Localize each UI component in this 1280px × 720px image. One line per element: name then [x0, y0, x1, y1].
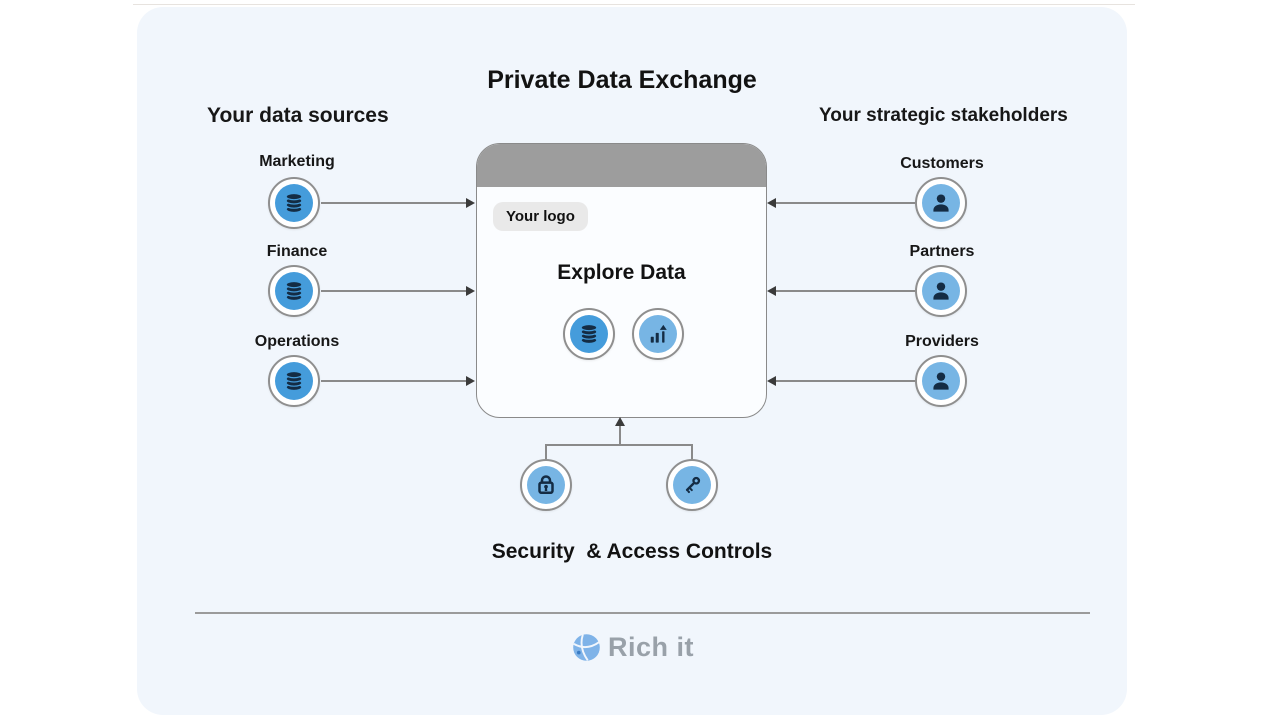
top-divider — [133, 4, 1135, 5]
stakeholder-node-providers — [915, 355, 967, 407]
page-title: Private Data Exchange — [487, 66, 757, 94]
bar-chart-icon — [650, 324, 667, 343]
arrowhead-right-icon — [466, 376, 475, 386]
security-node-key — [666, 459, 718, 511]
node-circle — [922, 184, 960, 222]
connector-line — [321, 290, 466, 292]
sources-heading: Your data sources — [207, 104, 389, 127]
person-icon — [933, 194, 949, 212]
database-icon — [285, 192, 303, 214]
stakeholders-heading: Your strategic stakeholders — [819, 105, 1068, 126]
footer-divider — [195, 612, 1090, 614]
connector-line — [321, 202, 466, 204]
arrowhead-left-icon — [767, 198, 776, 208]
source-node-operations — [268, 355, 320, 407]
node-circle — [275, 362, 313, 400]
card-heading: Explore Data — [557, 261, 686, 284]
logo-badge: Your logo — [493, 202, 588, 231]
node-circle — [639, 315, 677, 353]
node-circle — [922, 272, 960, 310]
stakeholder-node-customers — [915, 177, 967, 229]
lock-icon — [538, 475, 554, 495]
node-circle — [570, 315, 608, 353]
source-label-finance: Finance — [266, 243, 328, 260]
security-node-lock — [520, 459, 572, 511]
node-circle — [673, 466, 711, 504]
card-node-analytics — [632, 308, 684, 360]
person-icon — [933, 282, 949, 300]
stakeholder-label-partners: Partners — [909, 243, 975, 260]
source-label-marketing: Marketing — [259, 153, 335, 170]
arrowhead-right-icon — [466, 198, 475, 208]
connector-line — [321, 380, 466, 382]
key-icon — [685, 476, 701, 494]
connector-line — [776, 380, 915, 382]
arrowhead-left-icon — [767, 376, 776, 386]
stakeholder-label-providers: Providers — [905, 333, 979, 350]
source-node-finance — [268, 265, 320, 317]
node-circle — [922, 362, 960, 400]
connector-line — [776, 202, 915, 204]
database-icon — [285, 280, 303, 302]
database-icon — [285, 370, 303, 392]
connector-line — [776, 290, 915, 292]
footer-brand: Rich it — [572, 632, 694, 663]
sphere-logo-icon — [573, 634, 600, 661]
connector-line — [691, 444, 693, 460]
source-node-marketing — [268, 177, 320, 229]
arrowhead-left-icon — [767, 286, 776, 296]
database-icon — [580, 323, 598, 345]
person-icon — [933, 372, 949, 390]
arrowhead-right-icon — [466, 286, 475, 296]
brand-name: Rich it — [608, 632, 695, 662]
node-circle — [275, 184, 313, 222]
arrowhead-up-icon — [615, 417, 625, 426]
node-circle — [275, 272, 313, 310]
node-circle — [527, 466, 565, 504]
stakeholder-label-customers: Customers — [900, 155, 984, 172]
connector-line — [546, 444, 692, 446]
card-header — [477, 144, 766, 187]
source-label-operations: Operations — [254, 333, 340, 350]
connector-line — [619, 426, 621, 445]
card-node-database — [563, 308, 615, 360]
security-label: Security & Access Controls — [491, 540, 773, 563]
stakeholder-node-partners — [915, 265, 967, 317]
connector-line — [545, 444, 547, 460]
exchange-card: Your logo Explore Data — [476, 143, 767, 418]
